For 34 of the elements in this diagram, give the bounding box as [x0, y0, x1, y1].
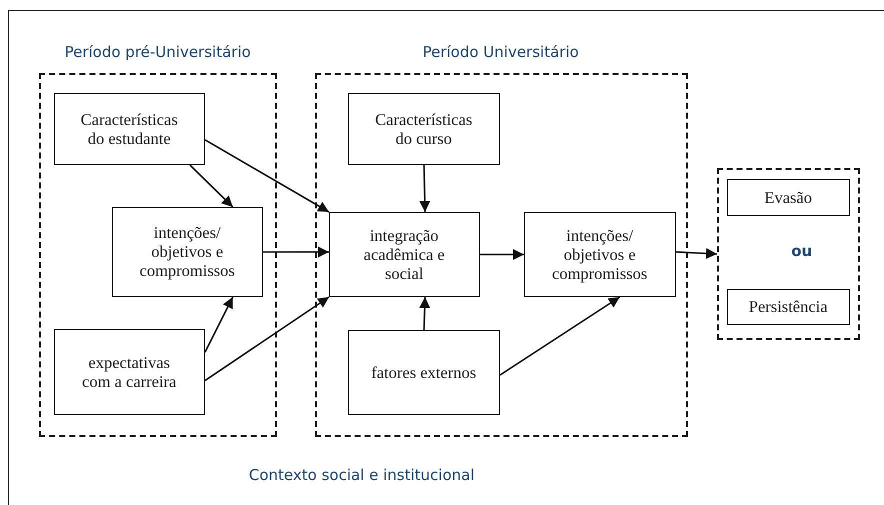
- box-label: Características do curso: [374, 110, 474, 148]
- box-label: intenções/ objetivos e compromissos: [551, 226, 648, 283]
- box-label: Persistência: [748, 297, 828, 316]
- process-box: [328, 212, 480, 297]
- arrow: [480, 249, 524, 260]
- arrow: [204, 296, 330, 382]
- box-label: Características do estudante: [80, 110, 179, 148]
- box-label: intenções/ objetivos e compromissos: [138, 223, 236, 280]
- context-frame: [8, 10, 884, 505]
- process-box: [112, 206, 263, 297]
- arrow: [204, 139, 330, 213]
- outcome-box: [726, 288, 850, 325]
- outcome-box: [726, 178, 850, 216]
- group-title: Período Universitário: [422, 42, 579, 61]
- box-label: expectativas com a carreira: [81, 352, 178, 391]
- arrow: [204, 296, 234, 353]
- context-label: Contexto social e institucional: [248, 466, 474, 484]
- process-box: [348, 330, 500, 415]
- arrow: [419, 296, 430, 330]
- box-label: fatores externos: [371, 362, 476, 382]
- box-label: integração acadêmica e social: [362, 226, 446, 283]
- arrow: [419, 164, 430, 212]
- connector-word: ou: [791, 242, 812, 260]
- arrow: [189, 164, 234, 208]
- arrow: [676, 248, 718, 259]
- process-box: [54, 92, 205, 165]
- group-title: Período pré-Universitário: [64, 42, 251, 61]
- process-box: [524, 212, 676, 297]
- box-label: Evasão: [764, 188, 812, 207]
- arrow: [500, 296, 620, 376]
- arrow: [263, 246, 329, 258]
- dashed-group-box: [716, 168, 860, 340]
- process-box: [348, 92, 500, 165]
- process-box: [54, 328, 205, 415]
